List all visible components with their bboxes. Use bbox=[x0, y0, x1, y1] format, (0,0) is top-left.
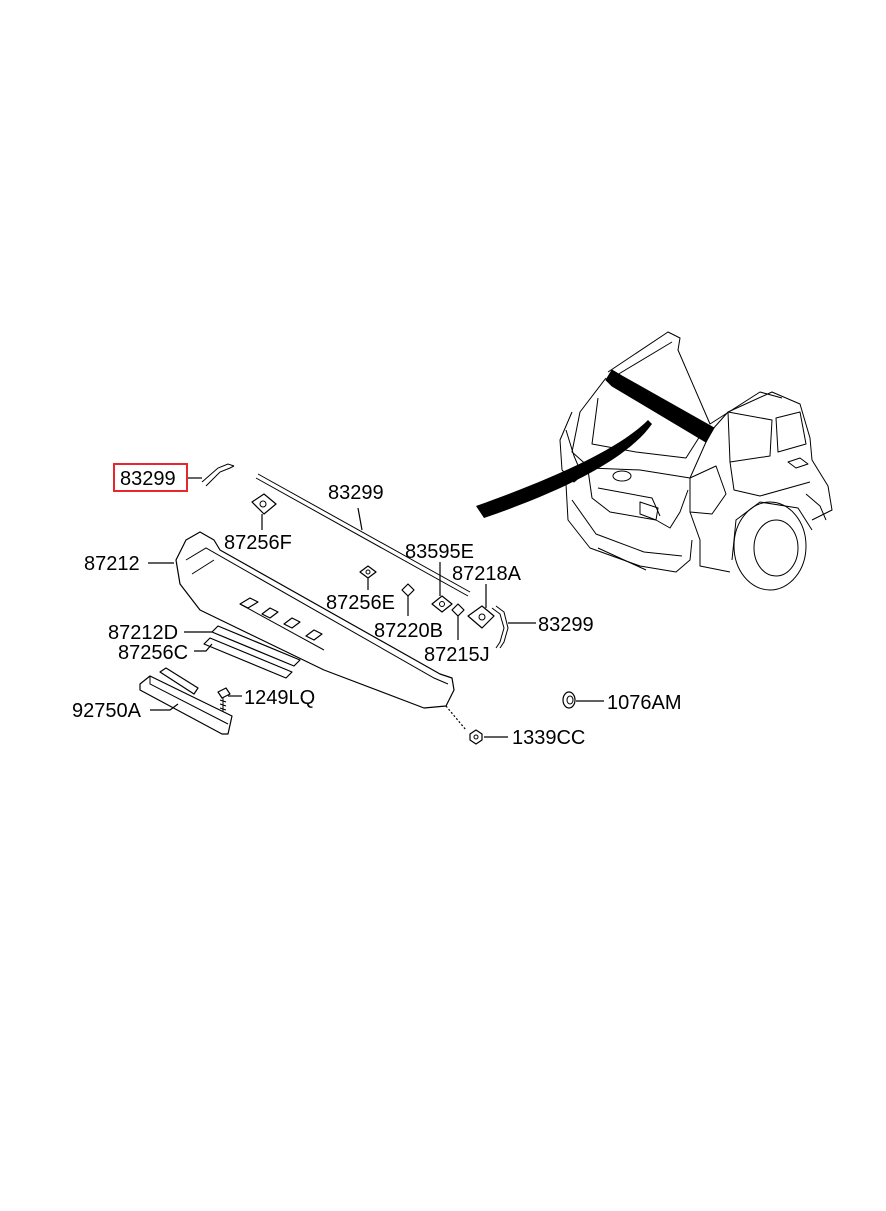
label-87218A[interactable]: 87218A bbox=[452, 563, 522, 585]
label-87220B[interactable]: 87220B bbox=[374, 620, 443, 642]
part-1076AM-grommet bbox=[562, 691, 576, 709]
part-87215J-pad bbox=[451, 603, 465, 617]
part-83595E-clip bbox=[431, 595, 453, 613]
part-87220B-tape bbox=[401, 583, 415, 597]
vehicle-illustration bbox=[476, 331, 833, 591]
part-87256C-tape bbox=[203, 637, 293, 679]
part-87212-spoiler bbox=[175, 531, 455, 709]
part-83299-right-molding bbox=[491, 605, 509, 649]
part-87256E-clip bbox=[359, 565, 377, 579]
label-87212[interactable]: 87212 bbox=[84, 553, 140, 575]
label-83299-right[interactable]: 83299 bbox=[538, 614, 594, 636]
part-87212D-strip bbox=[211, 625, 301, 667]
part-labels: 83299 83299 87256F 87212 83595E 87218A 8… bbox=[72, 468, 682, 749]
part-87218A-clip bbox=[467, 605, 495, 629]
part-1249LQ-screw bbox=[217, 687, 231, 712]
part-87256F-clip bbox=[251, 493, 277, 515]
label-83595E[interactable]: 83595E bbox=[405, 541, 474, 563]
part-1339CC-nut bbox=[469, 729, 483, 745]
highlight-box bbox=[113, 463, 188, 492]
label-87256C[interactable]: 87256C bbox=[118, 642, 188, 664]
label-1249LQ[interactable]: 1249LQ bbox=[244, 687, 315, 709]
label-92750A[interactable]: 92750A bbox=[72, 700, 142, 722]
label-1076AM[interactable]: 1076AM bbox=[607, 692, 682, 714]
label-83299-highlighted[interactable]: 83299 bbox=[120, 468, 176, 490]
label-87256E[interactable]: 87256E bbox=[326, 592, 395, 614]
part-83299-left-molding bbox=[201, 463, 235, 487]
label-1339CC[interactable]: 1339CC bbox=[512, 727, 585, 749]
label-83299-top[interactable]: 83299 bbox=[328, 482, 384, 504]
label-87256F[interactable]: 87256F bbox=[224, 532, 292, 554]
leader-lines bbox=[148, 477, 604, 738]
label-87212D[interactable]: 87212D bbox=[108, 622, 178, 644]
part-92750A-stop-lamp bbox=[139, 667, 233, 735]
part-83299-long-molding bbox=[255, 473, 471, 597]
label-87215J[interactable]: 87215J bbox=[424, 644, 490, 666]
